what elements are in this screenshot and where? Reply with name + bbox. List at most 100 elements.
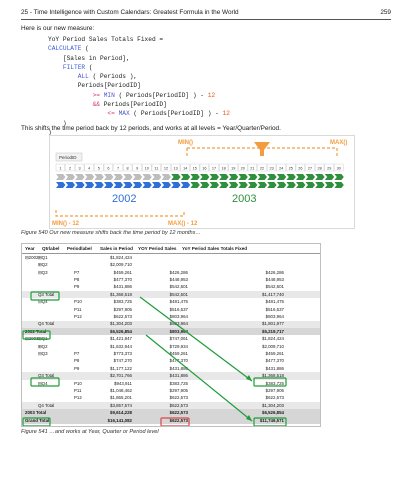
cell-yoy: $542,501 — [169, 291, 188, 297]
period-number: 9 — [136, 167, 138, 171]
cell-yoy-fixed: $516,537 — [265, 306, 284, 312]
cell-yoy: $747,061 — [169, 336, 188, 342]
period-chevron-top — [180, 174, 191, 180]
q3-total-2002-highlight — [30, 291, 60, 301]
period-chevron-bottom — [238, 182, 248, 188]
code-line: FILTER ( — [62, 63, 93, 71]
cell-yoy: $622,573 — [169, 402, 188, 408]
period-chevron-top — [228, 174, 239, 180]
period-chevron-top — [56, 174, 66, 180]
period-chevron-top — [75, 174, 85, 180]
col-header-qtr: Qtrlabel — [42, 246, 60, 251]
cell-period: P10 — [74, 299, 82, 305]
cell-sales: $1,865,201 — [110, 395, 132, 401]
cell-sales: $2,701,766 — [110, 373, 132, 379]
subtotal-row: Q3 Total$2,701,766$431,886$1,368,518 — [22, 372, 320, 380]
table-row: P9$431,886$542,501$542,501 — [22, 283, 320, 291]
col-header-period: Periodlabel — [67, 246, 92, 251]
period-number: 17 — [212, 167, 216, 171]
cell-quarter: ⊟Q3 — [38, 269, 48, 275]
period-chevron-bottom — [228, 182, 239, 188]
period-number-cell — [55, 163, 66, 172]
period-chevron-top — [219, 174, 229, 180]
total-row: 2003 Total$9,614,228$622,573$6,526,854 — [22, 409, 320, 417]
cell-yoy: $481,475 — [169, 299, 188, 305]
period-number-cell — [84, 163, 94, 172]
cell-yoy: $622,573 — [169, 395, 188, 401]
yoy-total-2003-highlight — [160, 417, 190, 426]
cell-quarter: ⊟Q4 — [38, 299, 48, 305]
period-number: 23 — [269, 167, 273, 171]
period-chevron-top — [190, 174, 200, 180]
pivot-table: Year Qtrlabel Periodlabel Sales in Perio… — [21, 243, 321, 427]
period-number: 7 — [117, 167, 119, 171]
cell-period: P9 — [74, 284, 80, 290]
period-chevron-top — [200, 174, 210, 180]
total-2002-highlight — [22, 330, 51, 340]
period-chevron-bottom — [75, 182, 85, 188]
period-number: 22 — [260, 167, 264, 171]
period-chevron-bottom — [132, 182, 143, 188]
period-chevron-top — [276, 174, 287, 180]
cell-yoy-fixed: $1,824,424 — [262, 336, 284, 342]
header-rule — [21, 19, 391, 20]
cell-yoy-fixed: $431,886 — [265, 365, 284, 371]
fixed-q3-2003-highlight — [253, 377, 287, 387]
cell-yoy-fixed: $426,286 — [265, 269, 284, 275]
cell-yoy-fixed: $2,009,710 — [262, 343, 284, 349]
cell-sales: $1,304,203 — [110, 321, 132, 327]
cell-quarter: ⊞Q2 — [38, 343, 48, 349]
period-number-cell — [170, 163, 181, 172]
period-number-cell — [103, 163, 114, 172]
cell-yoy-fixed: $481,475 — [265, 299, 284, 305]
q3-total-2003-highlight — [30, 377, 60, 387]
period-number: 1 — [59, 167, 61, 171]
period-number-cell — [65, 163, 75, 172]
highlight-overlay — [22, 291, 287, 426]
period-chevron-bottom — [257, 182, 267, 188]
cell-period: P10 — [74, 380, 82, 386]
period-number-cell — [180, 163, 190, 172]
period-number-cell — [305, 163, 315, 172]
cell-quarter: ⊞Q2 — [38, 262, 48, 268]
cell-period: P8 — [74, 276, 80, 282]
period-number-cell — [209, 163, 219, 172]
cell-yoy-fixed: $803,964 — [265, 313, 284, 319]
period-chevron-top — [84, 174, 95, 180]
table-row: P9$1,177,122$431,886$431,886 — [22, 365, 320, 373]
period-chevron-bottom — [84, 182, 95, 188]
period-chevron-bottom — [190, 182, 200, 188]
cell-sales: $1,824,424 — [110, 254, 132, 260]
period-number: 27 — [308, 167, 312, 171]
table-row: ⊟2002⊞Q1$1,824,424 — [22, 254, 320, 262]
period-chevron-bottom — [267, 182, 277, 188]
cell-year: 2003 Total — [25, 410, 47, 416]
period-number-cell — [324, 163, 334, 172]
cell-yoy: $622,573 — [169, 417, 188, 423]
period-number: 14 — [183, 167, 187, 171]
arrow-q3 — [139, 296, 253, 382]
table-row: P8$477,370$448,953$448,953 — [22, 276, 320, 284]
col-header-yoy: YOY Period Sales — [138, 246, 177, 251]
period-chevron-top — [286, 174, 296, 180]
period-chevron-top — [65, 174, 75, 180]
period-number-cell — [142, 163, 152, 172]
period-chevron-bottom — [209, 182, 219, 188]
year-2002-label: 2002 — [112, 193, 136, 205]
subtotal-row: Q4 Total$1,304,203$803,964$1,801,977 — [22, 320, 320, 328]
cell-sales: $431,886 — [113, 284, 132, 290]
period-number: 18 — [221, 167, 225, 171]
cell-sales: $297,905 — [113, 306, 132, 312]
period-chevron-top — [238, 174, 248, 180]
period-number: 2 — [69, 167, 71, 171]
arrow-year-head — [246, 415, 252, 421]
cell-year: ⊟2002 — [25, 254, 39, 260]
cell-yoy: $803,964 — [169, 313, 188, 319]
period-number: 6 — [107, 167, 109, 171]
cell-sales: $773,373 — [113, 350, 132, 356]
cell-yoy-fixed: $477,370 — [265, 358, 284, 364]
